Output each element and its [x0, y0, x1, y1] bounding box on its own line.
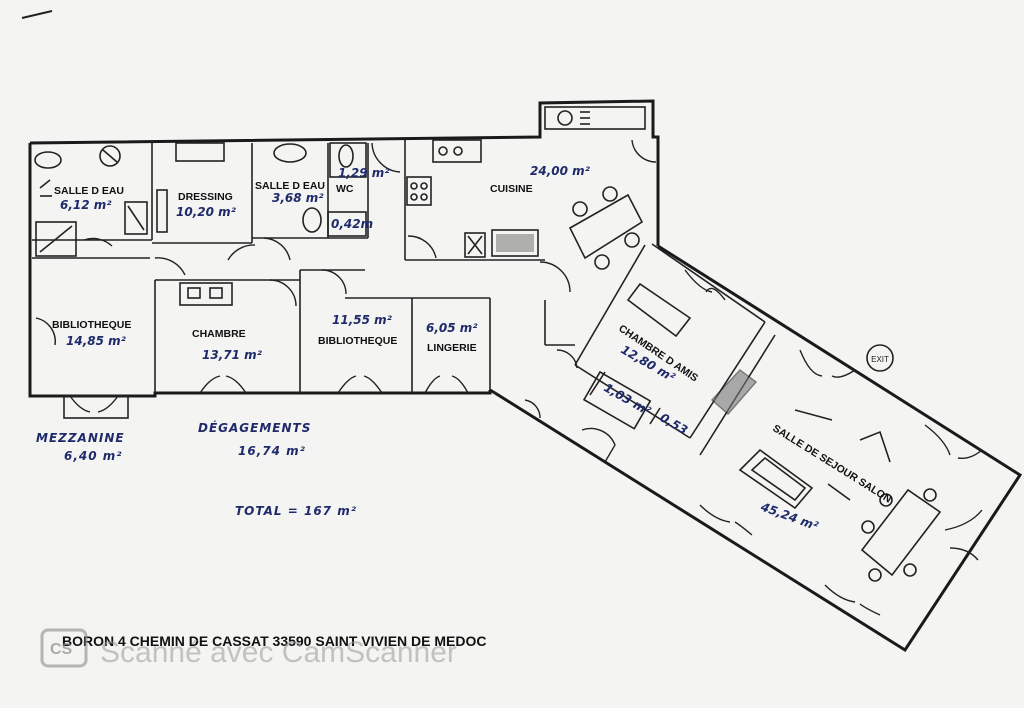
outer-walls: [28, 99, 1023, 653]
bed-icon: [175, 142, 225, 162]
room-name: CUISINE: [490, 183, 533, 195]
room-name: CHAMBRE: [192, 328, 246, 340]
room-area: 6,05 m²: [426, 321, 478, 335]
mezzanine-area: 6,40 m²: [64, 449, 123, 463]
sink-icon: [273, 143, 307, 163]
room-name: BIBLIOTHEQUE: [52, 319, 131, 331]
toilet-icon: [99, 145, 121, 167]
sink-icon: [34, 151, 62, 169]
svg-text:EXIT: EXIT: [871, 355, 889, 364]
sink-icon: [557, 110, 573, 126]
room-name: BIBLIOTHEQUE: [318, 335, 397, 347]
room-name: WC: [336, 183, 354, 195]
closet-area: 1,03 m²: [602, 380, 654, 418]
camscanner-watermark: CS Scanné avec CamScanner: [40, 628, 457, 669]
room-name: SALLE D EAU: [54, 185, 124, 197]
room-area: 10,20 m²: [176, 205, 237, 219]
toilet-icon: [302, 207, 322, 233]
shower-icon: [124, 201, 148, 235]
room-area: 24,00 m²: [530, 164, 591, 178]
table-icon: [568, 186, 644, 270]
room-name: SALLE DE SEJOUR SALON: [770, 422, 893, 505]
bed-icon: [626, 282, 692, 338]
degagements-area: 16,74 m²: [238, 444, 306, 458]
watermark-text: Scanné avec CamScanner: [100, 636, 457, 669]
fireplace-icon: [491, 229, 539, 257]
pen-mark: [21, 10, 53, 19]
room-area: 13,71 m²: [202, 348, 263, 362]
room-name: SALLE D EAU: [255, 180, 325, 192]
door-swing-icon: [69, 395, 119, 413]
room-area: 6,12 m²: [60, 198, 112, 212]
degagements-label: DÉGAGEMENTS: [198, 420, 311, 435]
mezzanine-box: [63, 395, 129, 419]
total-area: TOTAL = 167 m²: [235, 504, 357, 518]
door-swing-icon: [35, 139, 983, 616]
free-labels: MEZZANINE 6,40 m² DÉGAGEMENTS 16,74 m² T…: [36, 420, 357, 518]
camscanner-logo-icon: [40, 628, 88, 668]
mezzanine-label: MEZZANINE: [36, 431, 125, 445]
stove-icon: [406, 176, 432, 206]
exit-icon: EXIT: [866, 344, 894, 372]
closet-area: 0,53: [658, 410, 691, 437]
toilet-icon: [338, 144, 354, 168]
address-line: BORON 4 CHEMIN DE CASSAT 33590 SAINT VIV…: [62, 633, 486, 649]
room-area: 3,68 m²: [272, 191, 324, 205]
room-area: 14,85 m²: [66, 334, 127, 348]
shower-icon: [35, 221, 77, 257]
interior-walls: [32, 140, 776, 456]
bed-icon: [179, 282, 233, 306]
watermark-logo: CS: [50, 641, 73, 658]
room-sub-area: 0,42m: [331, 217, 373, 231]
table-icon: [860, 488, 942, 582]
room-area: 11,55 m²: [332, 313, 393, 327]
stove-icon: [432, 139, 482, 163]
fireplace-icon: [710, 369, 758, 415]
room-name: LINGERIE: [427, 342, 477, 354]
room-area: 1,29 m²: [338, 166, 390, 180]
sofa-icon: [738, 448, 814, 510]
room-name: DRESSING: [178, 191, 233, 203]
